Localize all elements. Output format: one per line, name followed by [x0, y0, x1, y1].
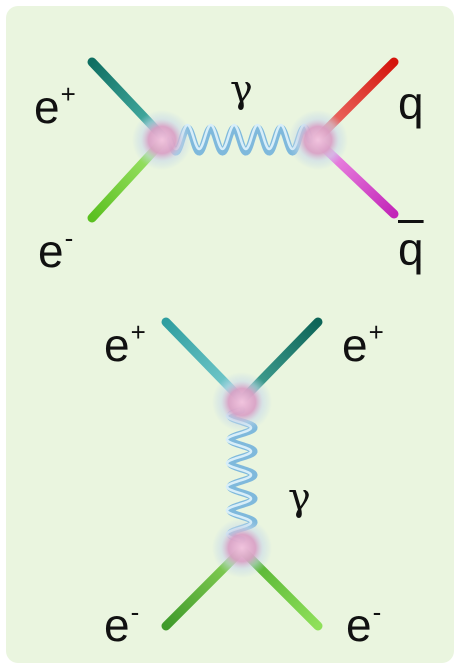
- label-base: e: [104, 319, 130, 371]
- label-electron-bottom-left: e-: [38, 223, 73, 281]
- label-charge: +: [368, 317, 384, 347]
- vertex-left: [132, 110, 192, 170]
- diagram-2: [161, 317, 323, 631]
- label-base: e: [342, 319, 368, 371]
- vertex-bottom: [212, 518, 272, 578]
- vertex-right: [288, 110, 348, 170]
- vertex-top: [212, 372, 272, 432]
- photon-wavy-highlight: [168, 123, 312, 151]
- label-photon-1: γ: [230, 67, 253, 111]
- label-base: e: [346, 599, 372, 651]
- label-electron-in: e-: [104, 597, 139, 655]
- label-base: e: [34, 81, 60, 133]
- label-positron-in: e+: [104, 317, 146, 375]
- label-base: e: [38, 225, 64, 277]
- label-positron-out: e+: [342, 317, 384, 375]
- label-charge: +: [130, 317, 146, 347]
- label-positron-top-left: e+: [34, 79, 76, 137]
- label-electron-out: e-: [346, 597, 381, 655]
- label-charge: +: [60, 79, 76, 109]
- diagram-1: [87, 57, 399, 223]
- label-charge: -: [372, 597, 382, 627]
- label-quark: q: [398, 77, 424, 129]
- label-charge: -: [130, 597, 140, 627]
- label-charge: -: [64, 223, 74, 253]
- label-base: e: [104, 599, 130, 651]
- label-photon-2: γ: [288, 475, 311, 519]
- label-antiquark: q: [398, 223, 424, 275]
